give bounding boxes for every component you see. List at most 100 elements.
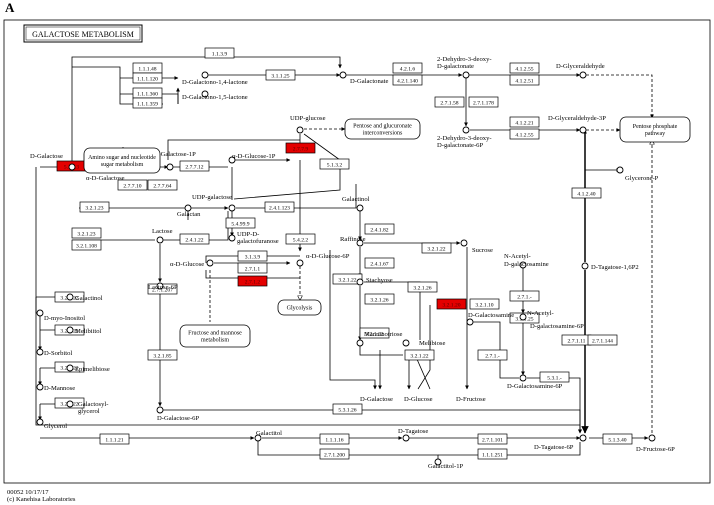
compound-node[interactable]: Manninotriose bbox=[356, 331, 403, 347]
compound-node[interactable]: Glycerone-P bbox=[616, 166, 659, 182]
compound-node[interactable]: D-Galactono-1,5-lactone bbox=[182, 90, 248, 101]
enzyme-box[interactable]: 5.1.3.40 bbox=[602, 433, 633, 445]
enzyme-box[interactable]: 2.7.1.200 bbox=[319, 448, 350, 460]
enzyme-box[interactable]: 5.4.2.2 bbox=[285, 233, 316, 245]
compound-node[interactable]: D-Fructose-6P bbox=[636, 434, 675, 453]
compound-node[interactable]: glycerol bbox=[78, 408, 100, 415]
compound-node[interactable]: D-galactonate-6P bbox=[437, 142, 483, 149]
enzyme-box[interactable]: 2.7.1.1 bbox=[237, 262, 268, 274]
compound-node[interactable]: α-D-Glucose bbox=[170, 259, 214, 268]
compound-node[interactable]: N-Acetyl- bbox=[519, 310, 554, 321]
compound-node[interactable]: D-Galactose bbox=[360, 396, 393, 403]
enzyme-box[interactable]: 2.7.1.11 bbox=[561, 334, 592, 346]
compound-node[interactable]: α-D-Galactose-1P bbox=[148, 151, 196, 171]
enzyme-box[interactable]: 4.2.1.140 bbox=[392, 74, 423, 86]
enzyme-box-highlighted[interactable]: 3.2.1.20 bbox=[436, 298, 467, 310]
compound-node[interactable]: D-galactosamine-6P bbox=[530, 323, 584, 330]
enzyme-box[interactable]: 4.2.1.6 bbox=[392, 62, 423, 74]
enzyme-box-highlighted[interactable]: 2.7.7.9 bbox=[285, 142, 316, 154]
compound-node[interactable]: D-Tagatose bbox=[398, 428, 428, 442]
enzyme-box[interactable]: 2.7.7.12 bbox=[179, 160, 210, 172]
compound-node[interactable]: D-Galactono-1,4-lactone bbox=[182, 71, 248, 86]
enzyme-box[interactable]: 3.2.1.22 bbox=[359, 327, 390, 339]
compound-node[interactable]: Raffinose bbox=[340, 236, 366, 247]
pathway-map-link[interactable]: Glycolysis bbox=[277, 299, 322, 316]
enzyme-box[interactable]: 3.1.3.9 bbox=[237, 250, 268, 262]
enzyme-box[interactable]: 5.3.1.26 bbox=[332, 403, 363, 415]
enzyme-box[interactable]: 1.1.1.21 bbox=[99, 433, 130, 445]
compound-node[interactable]: D-myo-Inositol bbox=[36, 309, 85, 322]
enzyme-box[interactable]: 2.7.1.101 bbox=[477, 433, 508, 445]
enzyme-box[interactable]: 1.1.1.360 bbox=[132, 87, 163, 99]
enzyme-box[interactable]: 3.2.1.23 bbox=[71, 227, 102, 239]
enzyme-box[interactable]: 1.1.3.9 bbox=[204, 47, 235, 59]
compound-node[interactable]: D-Glyceraldehyde bbox=[556, 63, 605, 79]
compound-node[interactable]: Galactosyl- bbox=[66, 400, 108, 408]
compound-node[interactable]: Stachyose bbox=[356, 277, 393, 286]
enzyme-box-highlighted[interactable]: 2.7.1.2 bbox=[237, 275, 268, 287]
compound-node[interactable]: 2-Dehydro-3-deoxy- bbox=[437, 56, 492, 79]
enzyme-box[interactable]: 3.2.1.26 bbox=[407, 281, 438, 293]
enzyme-box[interactable]: 1.1.1.120 bbox=[132, 72, 163, 84]
enzyme-box[interactable]: 3.2.1.22 bbox=[332, 273, 363, 285]
compound-node[interactable]: D-Fructose bbox=[456, 396, 486, 403]
enzyme-box[interactable]: 3.2.1.22 bbox=[421, 242, 452, 254]
enzyme-box[interactable]: 5.3.1.- bbox=[539, 371, 570, 383]
enzyme-box[interactable]: 3.2.1.26 bbox=[364, 293, 395, 305]
enzyme-box[interactable]: 3.2.1.85 bbox=[147, 349, 178, 361]
compound-node[interactable]: D-Glyceraldehyde-3P bbox=[548, 115, 606, 134]
compound-node[interactable]: Sucrose bbox=[460, 239, 493, 254]
compound-node[interactable]: D-Galactose-6P bbox=[156, 406, 199, 422]
enzyme-box[interactable]: 3.2.1.23 bbox=[79, 201, 110, 213]
enzyme-box[interactable]: 2.4.1.22 bbox=[179, 233, 210, 245]
enzyme-box[interactable]: 2.7.1.- bbox=[477, 349, 508, 361]
compound-node[interactable]: Galactinol bbox=[342, 196, 370, 212]
compound-node[interactable]: D-Galactosamine-6P bbox=[507, 374, 563, 390]
compound-node[interactable]: D-Sorbitol bbox=[36, 348, 72, 357]
enzyme-box[interactable]: 4.1.2.55 bbox=[509, 128, 540, 140]
enzyme-box[interactable]: 2.4.1.123 bbox=[264, 201, 295, 213]
enzyme-box[interactable]: 4.1.2.55 bbox=[509, 62, 540, 74]
compound-node[interactable]: D-Mannose bbox=[36, 383, 75, 392]
compound-node[interactable]: Lactose-6P bbox=[148, 282, 178, 291]
compound-node[interactable]: Glycerol bbox=[36, 418, 67, 430]
enzyme-box[interactable]: 2.7.1.- bbox=[509, 290, 540, 302]
compound-node[interactable]: Epimelibiose bbox=[66, 364, 110, 373]
enzyme-box[interactable]: 2.7.1.178 bbox=[468, 96, 499, 108]
compound-node[interactable]: D-Glucose bbox=[404, 396, 433, 403]
enzyme-box[interactable]: 5.1.3.2 bbox=[319, 158, 350, 170]
compound-node[interactable]: N-Acetyl- bbox=[504, 253, 531, 269]
enzyme-box[interactable]: 4.1.2.51 bbox=[509, 74, 540, 86]
compound-node[interactable]: Lactose bbox=[152, 228, 173, 244]
enzyme-box[interactable]: 3.2.1.22 bbox=[404, 349, 435, 361]
compound-node[interactable]: Melibiose bbox=[402, 339, 445, 347]
compound-node[interactable]: D-Galactose bbox=[30, 153, 76, 171]
enzyme-box[interactable]: 2.7.7.10 bbox=[117, 179, 148, 191]
enzyme-box[interactable]: 1.1.1.251 bbox=[477, 448, 508, 460]
compound-node[interactable]: 2-Dehydro-3-deoxy- bbox=[437, 126, 492, 142]
enzyme-box[interactable]: 2.4.1.82 bbox=[364, 223, 395, 235]
compound-node[interactable]: Melibiitol bbox=[66, 326, 102, 335]
enzyme-box[interactable]: 3.2.1.108 bbox=[71, 239, 102, 251]
compound-node[interactable]: Galactitol-1P bbox=[428, 458, 463, 470]
enzyme-box[interactable]: 1.1.1.16 bbox=[319, 433, 350, 445]
compound-node[interactable]: D-Tagatose-6P bbox=[534, 434, 587, 451]
enzyme-box[interactable]: 1.1.1.48 bbox=[132, 62, 163, 74]
compound-node[interactable]: Galactinol bbox=[66, 293, 103, 302]
enzyme-box[interactable]: 3.2.1.10 bbox=[469, 298, 500, 310]
compound-node[interactable]: D-galactosamine bbox=[504, 261, 549, 268]
enzyme-box[interactable]: 2.7.7.64 bbox=[147, 179, 178, 191]
compound-node[interactable]: UDP-D- bbox=[228, 231, 259, 242]
enzyme-box[interactable]: 1.1.1.359 bbox=[132, 97, 163, 109]
enzyme-box[interactable]: 4.1.2.21 bbox=[509, 116, 540, 128]
compound-node[interactable]: D-Galactonate bbox=[339, 71, 389, 85]
compound-node[interactable]: UDP-galactose bbox=[192, 194, 236, 212]
compound-node[interactable]: D-Tagatose-1,6P2 bbox=[581, 262, 639, 271]
compound-node[interactable]: Galactan bbox=[177, 204, 201, 218]
compound-node[interactable]: Galactitol bbox=[254, 430, 282, 442]
compound-node[interactable]: α-D-Glucose-6P bbox=[296, 253, 350, 267]
enzyme-box[interactable]: 4.1.2.40 bbox=[571, 187, 602, 199]
